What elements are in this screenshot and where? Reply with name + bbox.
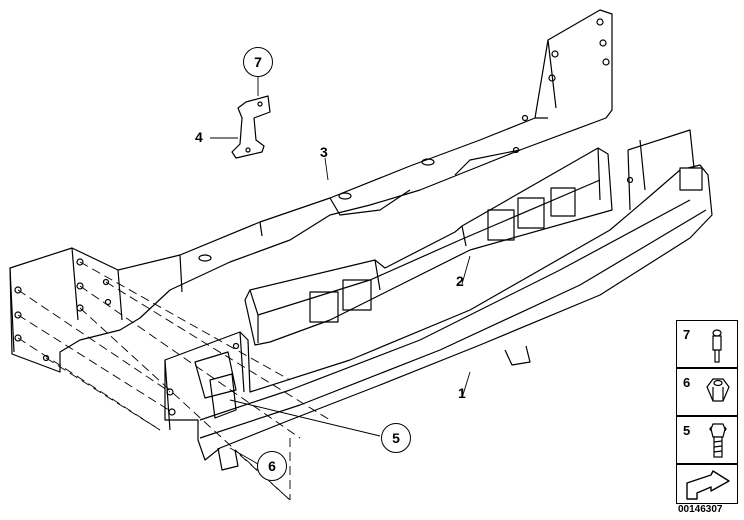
bracket <box>231 95 271 159</box>
carrier-panel <box>9 9 613 373</box>
bolt-icon <box>709 423 727 458</box>
nut-icon <box>706 378 730 402</box>
alignment-lines <box>17 261 331 501</box>
absorber <box>244 147 613 346</box>
callout-part-5: 5 <box>381 423 411 453</box>
legend-number: 6 <box>683 375 691 390</box>
legend-number: 5 <box>683 423 691 438</box>
callout-part-4: 4 <box>195 129 203 145</box>
callout-part-2: 2 <box>456 273 464 289</box>
leader-lines <box>210 76 471 465</box>
legend-item-nut: 6 <box>676 368 738 416</box>
callout-part-1: 1 <box>458 385 466 401</box>
legend-item-bolt: 5 <box>676 416 738 464</box>
legend-item-rivet: 7 <box>676 320 738 368</box>
direction-arrow-icon <box>686 470 730 500</box>
callout-part-3: 3 <box>320 144 328 160</box>
bumper-bar <box>164 129 713 471</box>
callout-part-7: 7 <box>243 47 273 77</box>
rivet-icon <box>712 329 722 363</box>
legend-number: 7 <box>683 327 691 342</box>
reference-code: 00146307 <box>678 504 723 515</box>
callout-part-6: 6 <box>257 451 287 481</box>
legend-item-arrow <box>676 464 738 504</box>
